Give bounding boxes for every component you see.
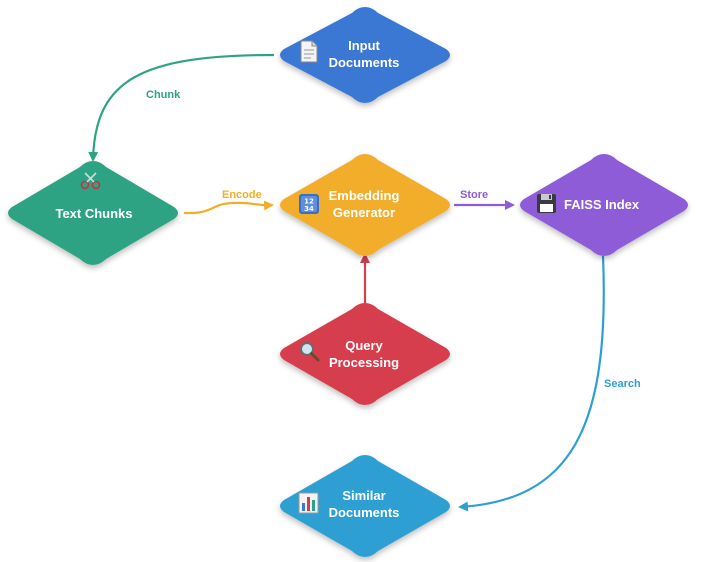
node-faiss-label: FAISS Index [564, 197, 640, 212]
edge-encode: Encode [183, 189, 274, 215]
numbers-icon: 12 34 [299, 194, 319, 214]
node-embedding-label-2: Generator [333, 205, 395, 220]
node-text-chunks[interactable] [8, 161, 178, 265]
node-similar-label-2: Documents [329, 505, 400, 520]
node-similar-label-1: Similar [342, 488, 385, 503]
document-icon [300, 40, 318, 63]
magnifier-icon [300, 342, 320, 362]
node-query-label-1: Query [345, 338, 383, 353]
node-similar-documents[interactable] [280, 455, 450, 557]
edge-search: Search [458, 255, 641, 512]
floppy-disk-icon [537, 194, 556, 213]
node-faiss-index[interactable] [520, 154, 688, 256]
node-input-label-2: Documents [329, 55, 400, 70]
node-query-label-2: Processing [329, 355, 399, 370]
edge-store: Store [454, 189, 515, 210]
edge-chunk-label: Chunk [146, 89, 181, 101]
node-input-label-1: Input [348, 38, 380, 53]
edge-chunk: Chunk [88, 53, 275, 162]
edge-chunk-line [88, 53, 275, 162]
node-embedding-label-1: Embedding [329, 188, 400, 203]
svg-text:34: 34 [304, 205, 314, 213]
bar-chart-icon [298, 492, 319, 514]
edge-encode-line [183, 200, 274, 215]
node-chunks-label: Text Chunks [55, 206, 132, 221]
node-input-documents[interactable] [280, 7, 450, 103]
edge-store-label: Store [460, 189, 488, 201]
edge-encode-label: Encode [222, 189, 262, 201]
edge-search-line [458, 255, 605, 512]
node-query-processing[interactable] [280, 303, 450, 405]
node-embedding-generator[interactable] [280, 154, 450, 256]
svg-text:12: 12 [304, 198, 314, 206]
edge-search-label: Search [604, 378, 641, 390]
scissors-icon [80, 172, 101, 190]
